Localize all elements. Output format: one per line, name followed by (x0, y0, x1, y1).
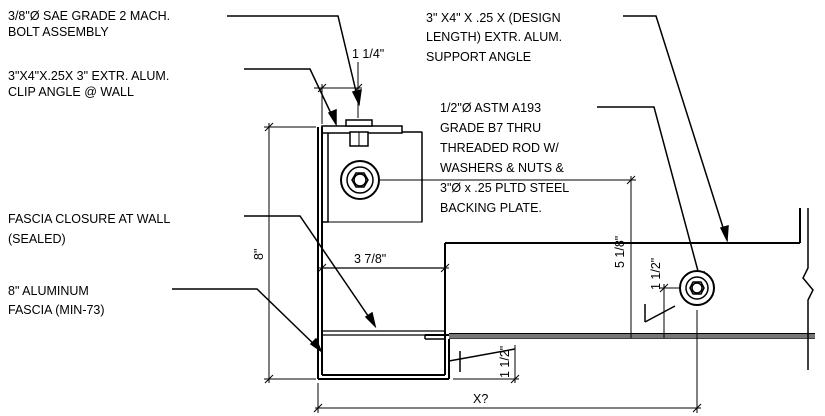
leader-bolt-assembly-arrow (351, 89, 362, 107)
dim-fascia-height-label: 8" (252, 249, 266, 260)
note-threaded-rod-line-1: 1/2"Ø ASTM A193 (440, 101, 541, 115)
dim-rod-offset-tick (659, 283, 669, 293)
leader-fascia-closure (244, 215, 376, 327)
note-fascia-closure-line-2: (SEALED) (8, 232, 66, 246)
note-threaded-rod: 1/2"Ø ASTM A193 GRADE B7 THRU THREADED R… (440, 101, 569, 215)
dim-rod-offset-label: 1 1/2" (649, 258, 663, 290)
bolt-washer (345, 119, 373, 127)
leader-bolt-assembly (227, 15, 360, 105)
note-fascia-closure: FASCIA CLOSURE AT WALL (SEALED) (8, 212, 170, 246)
note-threaded-rod-line-2: GRADE B7 THRU (440, 121, 541, 135)
note-support-angle-line-2: LENGTH) EXTR. ALUM. (426, 30, 562, 44)
note-clip-angle-line-2: CLIP ANGLE @ WALL (8, 85, 134, 99)
dim-clip-width-tick-right (353, 83, 363, 93)
aluminum-fascia (317, 127, 450, 380)
threaded-rod-icon (679, 270, 715, 306)
dim-overall-width-tick-left (313, 403, 323, 413)
support-angle-hatch (449, 334, 815, 338)
note-aluminum-fascia-line-1: 8" ALUMINUM (8, 284, 89, 298)
bolt-head-top (345, 119, 373, 147)
dimension-labels: 1 1/4" 8" 3 7/8" 5 1/8" 1 1/2" 1 1/2" X? (252, 47, 663, 406)
note-threaded-rod-line-3: THREADED ROD W/ (440, 141, 559, 155)
leader-clip-angle-arrow (327, 108, 337, 127)
note-support-angle-line-1: 3" X4" X .25 X (DESIGN (426, 11, 561, 25)
note-aluminum-fascia-line-2: FASCIA (MIN-73) (8, 303, 105, 317)
note-clip-angle: 3"X4"X.25X 3" EXTR. ALUM. CLIP ANGLE @ W… (8, 69, 169, 99)
break-line (802, 208, 814, 370)
support-angle (444, 208, 815, 372)
dim-rod-height-label: 5 1/8" (613, 236, 627, 268)
leader-threaded-rod (597, 106, 703, 287)
note-support-angle-line-3: SUPPORT ANGLE (426, 50, 531, 64)
leader-aluminum-fascia (172, 288, 322, 352)
rod-mid-circle (685, 276, 709, 300)
bolt-assembly-icon (340, 160, 380, 200)
bolt-hex (351, 172, 369, 188)
dim-clip-width-tick-left (317, 83, 327, 93)
dim-inner-width-tick-left (317, 263, 327, 273)
note-bolt-assembly: 3/8"Ø SAE GRADE 2 MACH. BOLT ASSEMBLY (8, 9, 170, 39)
note-threaded-rod-line-6: BACKING PLATE. (440, 201, 542, 215)
dim-overall-width-tick-right (692, 403, 702, 413)
note-support-angle: 3" X4" X .25 X (DESIGN LENGTH) EXTR. ALU… (426, 11, 562, 64)
rod-inner-circle (691, 282, 703, 294)
note-bolt-assembly-line-2: BOLT ASSEMBLY (8, 25, 109, 39)
leader-fascia-closure-arrow (364, 311, 377, 329)
dim-inner-width-tick-right (440, 263, 450, 273)
dim-inner-width-label: 3 7/8" (354, 252, 386, 266)
dim-fascia-height-tick-top (264, 122, 274, 132)
support-angle-mid-stub (644, 305, 676, 323)
rod-outer-circle (679, 270, 715, 306)
leader-support-angle-arrow (719, 224, 729, 243)
dim-rod-height-tick-top (626, 175, 636, 185)
dim-bottom-offset-tick (510, 374, 520, 384)
bolt-inner-circle (353, 173, 367, 187)
dim-clip-width-label: 1 1/4" (352, 47, 384, 61)
note-bolt-assembly-line-1: 3/8"Ø SAE GRADE 2 MACH. (8, 9, 170, 23)
leader-support-angle (623, 15, 728, 241)
dim-overall-width-label: X? (473, 392, 488, 406)
note-threaded-rod-line-4: WASHERS & NUTS & (440, 161, 565, 175)
note-fascia-closure-line-1: FASCIA CLOSURE AT WALL (8, 212, 170, 226)
dim-fascia-height-tick-bottom (264, 374, 274, 384)
leader-clip-angle (244, 68, 337, 125)
dimension-lines (264, 62, 702, 413)
rod-hex (689, 281, 705, 295)
note-threaded-rod-line-5: 3"Ø x .25 PLTD STEEL (440, 181, 569, 195)
bolt-mid-circle (346, 166, 374, 194)
note-aluminum-fascia: 8" ALUMINUM FASCIA (MIN-73) (8, 284, 105, 317)
leader-aluminum-fascia-arrow (309, 337, 323, 354)
dim-bottom-offset-label: 1 1/2" (498, 346, 512, 378)
note-clip-angle-line-1: 3"X4"X.25X 3" EXTR. ALUM. (8, 69, 169, 83)
